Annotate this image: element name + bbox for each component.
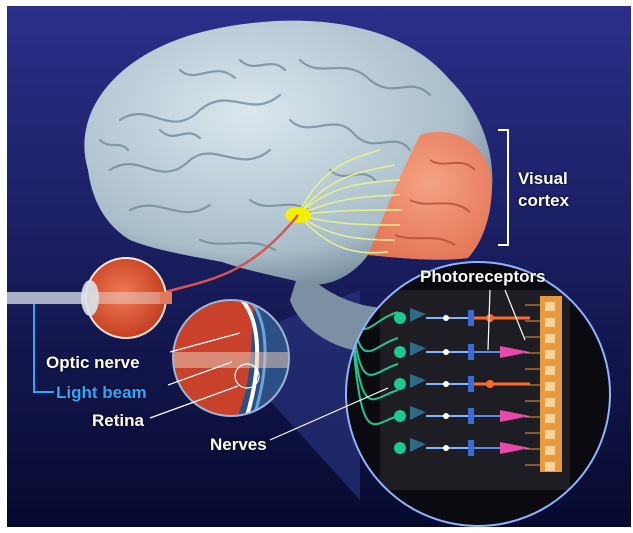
ganglion-cell [394,312,406,324]
ganglion-cell [394,442,406,454]
pigment-cell [545,382,555,391]
cone-nucleus [486,314,494,322]
pigment-cell [545,334,555,343]
pigment-cell [545,398,555,407]
receptor-body [468,440,474,456]
receptor-body [468,376,474,392]
pigment-cell [545,414,555,423]
receptor-body [468,408,474,424]
nerves-label: Nerves [210,436,267,453]
retina-label: Retina [92,412,144,429]
synapse-dot [443,349,449,355]
pigment-cell [545,446,555,455]
light-beam-label: Light beam [56,384,147,401]
synapse-dot [443,381,449,387]
pigment-cell [545,430,555,439]
synapse-dot [443,445,449,451]
photoreceptors-label: Photoreceptors [420,268,546,285]
ganglion-cell [394,410,406,422]
visual-cortex-label-line2: cortex [518,192,569,209]
ganglion-cell [394,378,406,390]
receptor-body [468,344,474,360]
beam-through-eye [90,292,160,304]
pigment-cell [545,318,555,327]
synapse-dot [443,413,449,419]
ganglion-cell [394,346,406,358]
pigment-cell [545,350,555,359]
visual-cortex-label-line1: Visual [518,170,568,187]
cone-nucleus [486,380,494,388]
optic-nerve-stub [160,292,172,304]
synapse-dot [443,315,449,321]
optic-nerve-label: Optic nerve [46,354,140,371]
receptor-body [468,310,474,326]
pigment-cell [545,462,555,471]
pigment-cell [545,366,555,375]
pigment-cell [545,302,555,311]
